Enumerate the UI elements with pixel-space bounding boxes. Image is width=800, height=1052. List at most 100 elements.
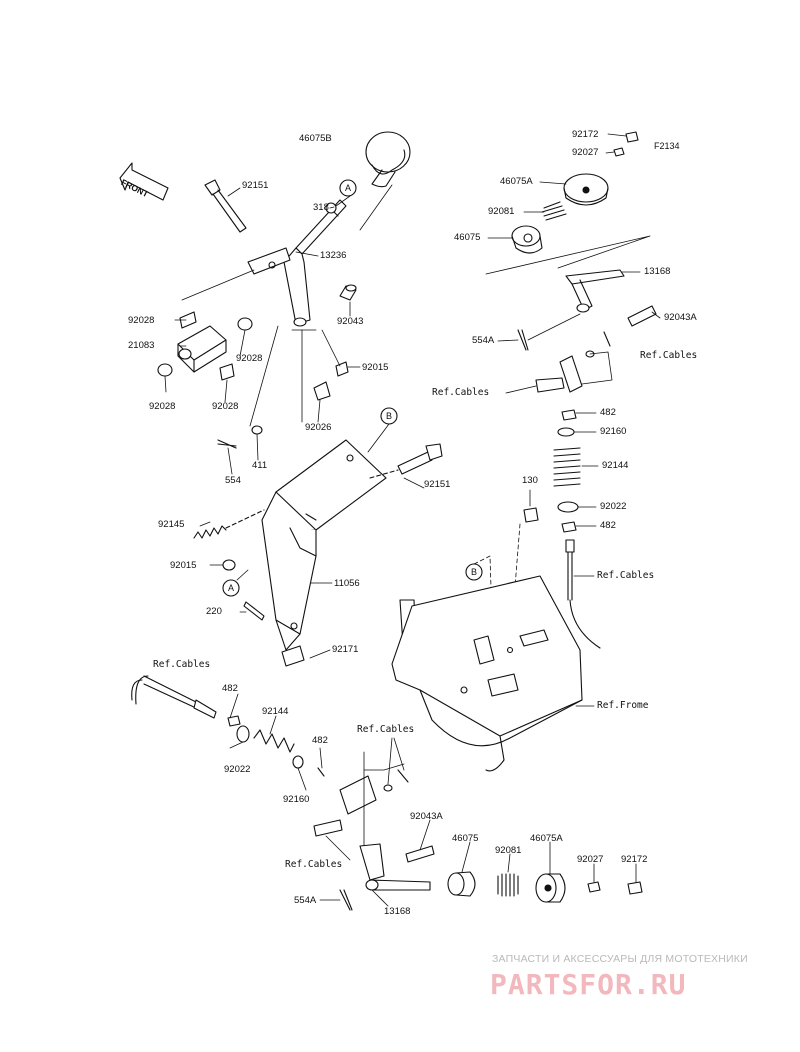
spring-92145 <box>193 509 265 539</box>
spring-92081-bot <box>497 873 519 897</box>
cable-lower-left <box>131 675 217 719</box>
collar-92026 <box>313 381 331 401</box>
watermark-logo: PARTSFOR.RU <box>490 968 687 1001</box>
label-318: 318 <box>313 202 329 213</box>
knob-46075-bot <box>447 871 476 897</box>
label-ref-cables-3: Ref.Cables <box>597 570 655 581</box>
label-554a-bot: 554A <box>294 895 317 906</box>
label-92151-mid: 92151 <box>424 479 451 490</box>
label-13236: 13236 <box>320 250 347 261</box>
label-92028-b: 92028 <box>236 353 263 364</box>
callout-a-top: A <box>345 183 352 193</box>
label-46075a-top: 46075A <box>500 176 533 187</box>
label-13168-bot: 13168 <box>384 906 411 917</box>
label-ref-cables-1: Ref.Cables <box>640 350 698 361</box>
collar-92015-mid <box>222 559 236 571</box>
label-92081-top: 92081 <box>488 206 515 217</box>
label-92081-bot: 92081 <box>495 845 522 856</box>
label-482-d: 482 <box>312 735 328 746</box>
label-ref-frame: Ref.Frome <box>597 700 649 711</box>
knob-46075-top <box>511 225 543 254</box>
label-13168-top: 13168 <box>644 266 671 277</box>
bush-92028 <box>157 311 253 381</box>
shift-lever-13236 <box>283 199 347 327</box>
label-92028-d: 92028 <box>212 401 239 412</box>
callout-b-top: B <box>386 411 393 421</box>
label-ref-cables-5: Ref.Cables <box>357 724 415 735</box>
callout-a-icon <box>222 179 357 597</box>
block-21083 <box>177 325 227 373</box>
washer-411 <box>251 425 263 435</box>
label-482-b: 482 <box>600 520 616 531</box>
label-92022-top: 92022 <box>600 501 627 512</box>
bolt-92172-top <box>625 131 639 143</box>
pin-92043a-bot <box>405 845 435 863</box>
label-92015-mid: 92015 <box>170 560 197 571</box>
label-554: 554 <box>225 475 241 486</box>
callout-b-icon <box>367 407 493 621</box>
label-92043: 92043 <box>337 316 364 327</box>
bolt-92151-top <box>204 179 247 233</box>
label-92028-a: 92028 <box>128 315 155 326</box>
label-46075a-bot: 46075A <box>530 833 563 844</box>
cotter-554a-bot <box>339 889 353 911</box>
label-130: 130 <box>522 475 538 486</box>
label-46075b: 46075B <box>299 133 332 144</box>
label-92172-top: 92172 <box>572 129 599 140</box>
label-92022-bot: 92022 <box>224 764 251 775</box>
label-92028-c: 92028 <box>149 401 176 412</box>
knob-46075b <box>365 131 411 188</box>
label-554a-top: 554A <box>472 335 495 346</box>
label-482-c: 482 <box>222 683 238 694</box>
lever-13168-bot <box>359 843 431 891</box>
label-46075-top: 46075 <box>454 232 481 243</box>
cable-end-top <box>535 331 613 393</box>
callout-a-mid: A <box>228 583 235 593</box>
label-ref-cables-6: Ref.Cables <box>285 859 343 870</box>
label-92145: 92145 <box>158 519 185 530</box>
washer-92027-bot <box>587 881 601 893</box>
label-92015-top: 92015 <box>362 362 389 373</box>
label-92160-bot: 92160 <box>283 794 310 805</box>
washer-92027-top <box>613 147 625 157</box>
pivot-bracket <box>247 247 291 275</box>
label-92160-top: 92160 <box>600 426 627 437</box>
leader-lines-right <box>229 133 661 907</box>
label-92027-bot: 92027 <box>577 854 604 865</box>
label-21083: 21083 <box>128 340 155 351</box>
collar-92015-top <box>335 361 349 377</box>
label-92144-bot: 92144 <box>262 706 289 717</box>
label-92151-top: 92151 <box>242 180 269 191</box>
cable-end-bottom <box>313 751 409 853</box>
diagram-code: F2134 <box>654 141 680 151</box>
cap-46075a-bot <box>535 873 566 903</box>
label-92043a-bot: 92043A <box>410 811 443 822</box>
label-92144-top: 92144 <box>602 460 629 471</box>
adjuster-stack-left <box>227 715 325 777</box>
label-92027-top: 92027 <box>572 147 599 158</box>
callout-b-mid: B <box>471 567 478 577</box>
bracket-11056 <box>261 439 387 651</box>
label-482-a: 482 <box>600 407 616 418</box>
bolt-92172-bot <box>627 881 643 895</box>
leader-lines <box>164 184 425 659</box>
lever-13168-top <box>565 269 625 313</box>
label-ref-cables-4: Ref.Cables <box>153 659 211 670</box>
pin-92043 <box>339 284 357 301</box>
cotter-pin-554 <box>217 439 237 449</box>
label-92026: 92026 <box>305 422 332 433</box>
label-92172-bot: 92172 <box>621 854 648 865</box>
label-92043a-top: 92043A <box>664 312 697 323</box>
watermark-tagline: ЗАПЧАСТИ И АКСЕССУАРЫ ДЛЯ МОТОТЕХНИКИ <box>492 953 748 965</box>
frame-ref <box>391 575 583 772</box>
cap-46075a-top <box>563 173 609 206</box>
label-46075-bot: 46075 <box>452 833 479 844</box>
adjuster-stack-right <box>553 409 601 649</box>
label-92171: 92171 <box>332 644 359 655</box>
label-220: 220 <box>206 606 222 617</box>
label-ref-cables-2: Ref.Cables <box>432 387 490 398</box>
bolt-220 <box>243 601 265 621</box>
bolt-92151-mid <box>369 443 443 479</box>
